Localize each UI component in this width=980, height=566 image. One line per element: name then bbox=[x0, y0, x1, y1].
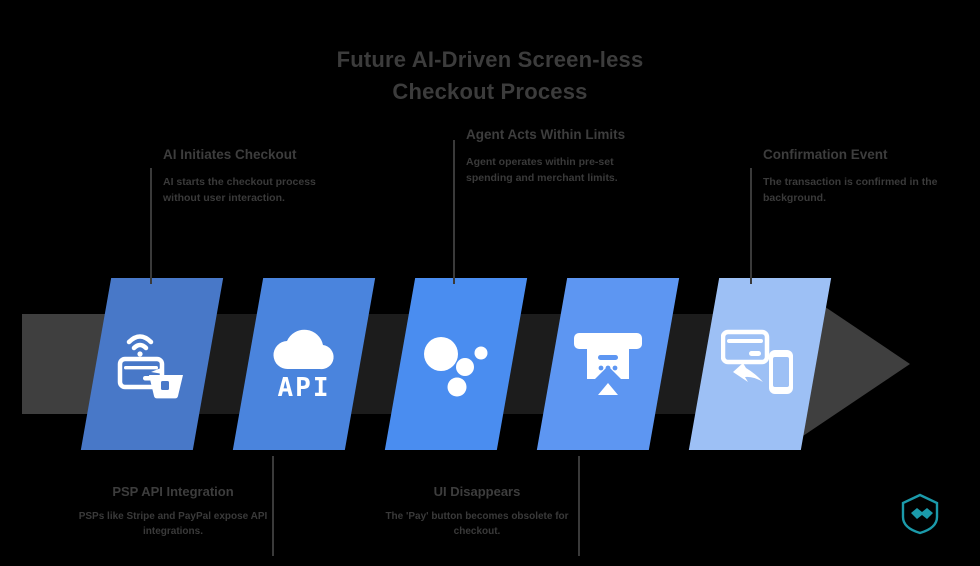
callout-body: The 'Pay' button becomes obsolete for ch… bbox=[385, 510, 569, 538]
leader-line-ui-disappears bbox=[578, 456, 580, 556]
flow-step-confirmation[interactable] bbox=[688, 278, 832, 450]
title-line-1: Future AI-Driven Screen-less bbox=[336, 47, 644, 72]
flow-step-payment-terminal[interactable] bbox=[536, 278, 680, 450]
callout-heading: UI Disappears bbox=[433, 484, 521, 499]
callout-confirmation-event: Confirmation Event The transaction is co… bbox=[763, 146, 939, 206]
cloud-api-icon: API bbox=[248, 278, 360, 450]
callout-body: Agent operates within pre-set spending a… bbox=[466, 155, 618, 184]
callout-body: AI starts the checkout process without u… bbox=[163, 175, 316, 204]
card-phone-confirmation-icon bbox=[704, 278, 816, 450]
leader-line-psp-api bbox=[272, 456, 274, 556]
callout-heading: AI Initiates Checkout bbox=[163, 147, 297, 162]
callout-body: The transaction is confirmed in the back… bbox=[763, 175, 938, 204]
payment-terminal-receipt-icon bbox=[552, 278, 664, 450]
brand-logo-icon bbox=[898, 492, 942, 536]
leader-line-confirmation bbox=[750, 168, 752, 284]
callout-heading: Agent Acts Within Limits bbox=[466, 127, 626, 142]
callout-psp-api-integration: PSP API Integration PSPs like Stripe and… bbox=[78, 484, 268, 540]
flow-step-contactless-card[interactable] bbox=[80, 278, 224, 450]
page-title: Future AI-Driven Screen-less Checkout Pr… bbox=[0, 44, 980, 108]
callout-body: PSPs like Stripe and PayPal expose API i… bbox=[78, 510, 268, 538]
leader-line-agent-acts bbox=[453, 140, 455, 284]
leader-line-ai-initiates bbox=[150, 168, 152, 284]
flow-step-ai-assistant[interactable] bbox=[384, 278, 528, 450]
callout-ui-disappears: UI Disappears The 'Pay' button becomes o… bbox=[382, 484, 572, 540]
callout-heading: Confirmation Event bbox=[763, 147, 888, 162]
assistant-dots-icon bbox=[400, 278, 512, 450]
callout-heading: PSP API Integration bbox=[112, 484, 234, 499]
api-label: API bbox=[277, 373, 331, 403]
title-line-2: Checkout Process bbox=[392, 78, 588, 104]
contactless-card-basket-icon bbox=[96, 278, 208, 450]
callout-ai-initiates-checkout: AI Initiates Checkout AI starts the chec… bbox=[163, 146, 339, 206]
flow-step-cloud-api[interactable]: API bbox=[232, 278, 376, 450]
callout-agent-acts-within-limits: Agent Acts Within Limits Agent operates … bbox=[466, 126, 642, 186]
